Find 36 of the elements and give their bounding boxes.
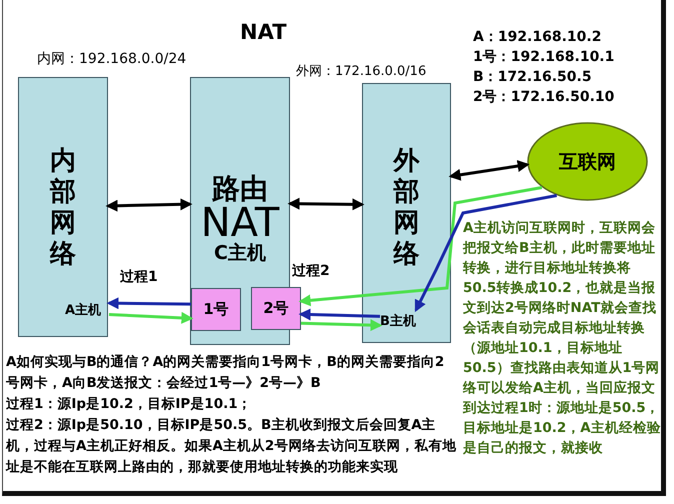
internet-ellipse: [527, 122, 648, 201]
arrow: [106, 297, 192, 310]
node-label: B主机: [380, 314, 416, 329]
network-box: [362, 83, 451, 343]
note-text: 过程2：源Ip是50.10，目标IP是50.5。B主机收到报文后会回复A主机，过程与A主机正好相反。如果A主机从2号网络去访问互联网，私有地址是不能在互联网上路由的，那就要使用地址转换的功能来实现: [6, 416, 458, 477]
port-box: [251, 287, 301, 330]
node-label: A主机: [65, 303, 102, 318]
network-box: [18, 77, 108, 337]
port-box: [191, 288, 241, 331]
address-line: 1号：192.168.10.1: [473, 48, 614, 66]
note-text: A如何实现与B的通信？A的网关需要指向1号网卡，B的网关需要指向2号网卡，A向B发送报文：会经过1号—》2号—》B: [6, 353, 446, 393]
title: NAT: [240, 20, 287, 44]
arrow: [414, 194, 557, 312]
note-text: A主机访问互联网时，互联网会把报文给B主机，此时需要地址转换，进行目标地址转换将50.5转换成10.2，也就是当报文到达2号网络时NAT就会查找会话表自动完成目标地址转换（源地址10.1，目标地址50.5）查找路由表知道从1号网络可以发给A主机，当回应报文到达过程1时：源地址是50.5，目标地址是10.2，A主机经检验是自己的报文，就接收: [463, 219, 662, 458]
arrow: [298, 186, 542, 306]
node-label: 外部网络: [392, 146, 420, 270]
network-label: 外网：172.16.0.0/16: [296, 63, 426, 80]
address-line: A：192.168.10.2: [473, 28, 602, 46]
node-label: 2号: [263, 299, 289, 318]
node-label: 内部网络: [48, 146, 77, 270]
double-arrow: [106, 198, 192, 212]
double-arrow: [448, 160, 530, 181]
arrow: [300, 319, 382, 332]
double-arrow: [288, 198, 364, 210]
arrow: [108, 312, 194, 324]
note-text: 过程1：源Ip是10.2，目标IP是10.1；: [6, 395, 253, 414]
address-line: B：172.16.50.5: [473, 68, 592, 86]
node-label: 1号: [203, 300, 229, 319]
process-label: 过程1: [120, 268, 158, 286]
node-label: 路由: [211, 171, 269, 206]
address-line: 2号：172.16.50.10: [473, 88, 614, 106]
arrow: [298, 308, 380, 320]
network-label: 内网：192.168.0.0/24: [37, 50, 186, 68]
router-box: [190, 77, 290, 345]
process-label: 过程2: [292, 262, 330, 280]
node-label: 互联网: [559, 150, 616, 174]
